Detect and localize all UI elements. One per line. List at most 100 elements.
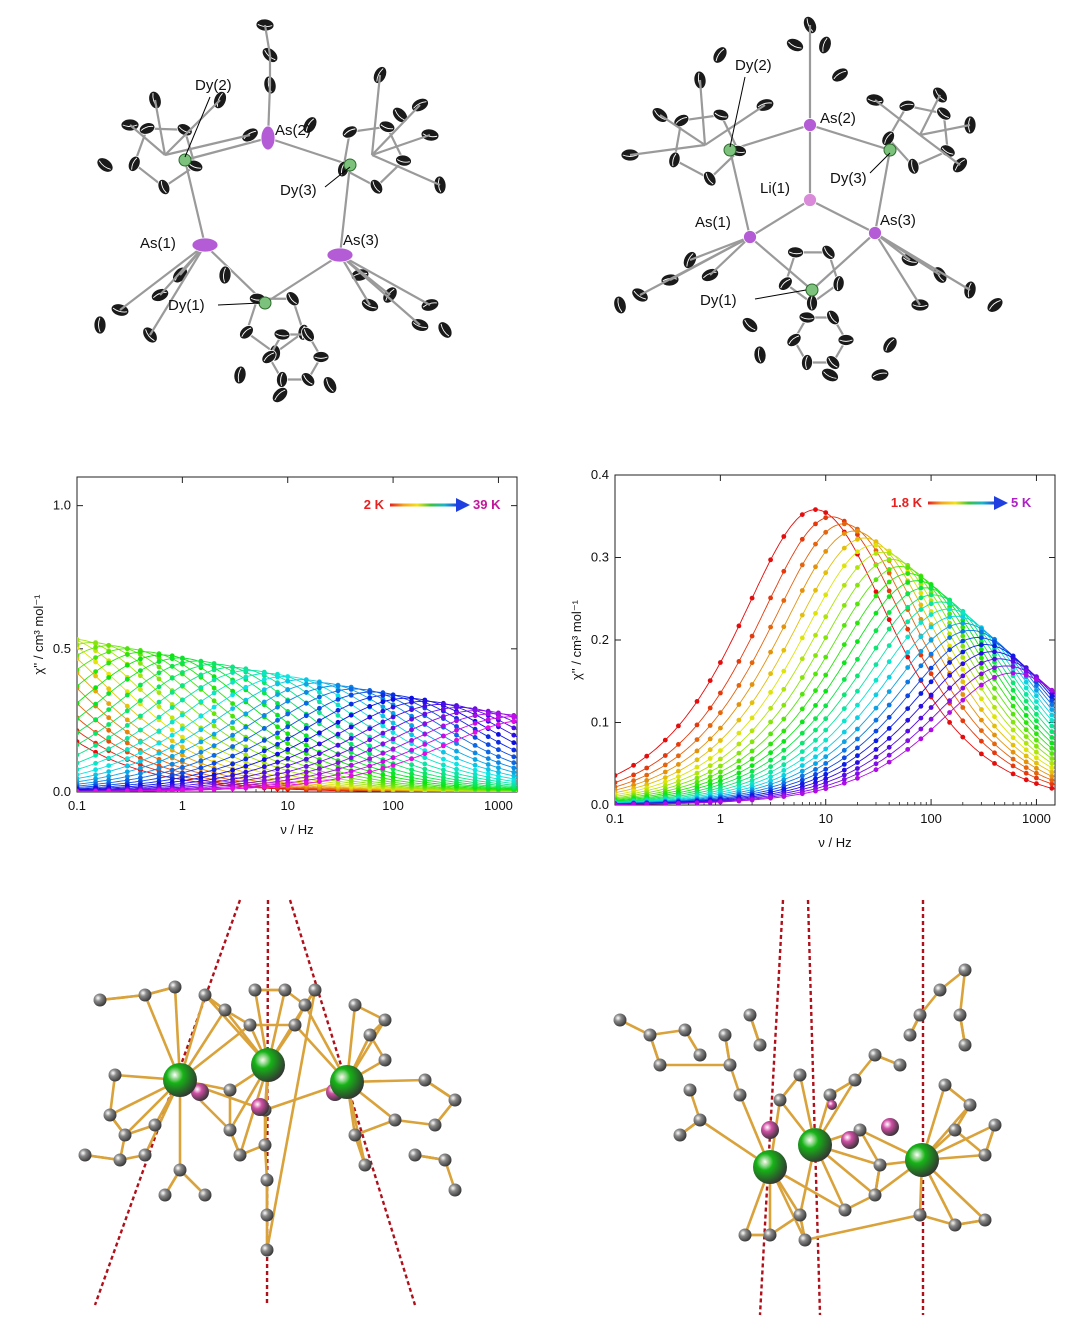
data-point xyxy=(156,664,162,670)
anisotropy-axis xyxy=(758,899,785,1316)
data-point xyxy=(855,582,860,588)
bond-stick xyxy=(394,1118,436,1127)
data-point xyxy=(124,736,130,741)
dy-atom-0 xyxy=(178,153,192,167)
data-point xyxy=(138,698,143,703)
data-point xyxy=(992,665,997,671)
data-point xyxy=(511,765,517,771)
data-point xyxy=(1023,692,1029,697)
data-point xyxy=(1023,770,1029,776)
carbon-ball-22 xyxy=(243,1018,257,1032)
data-point xyxy=(485,774,491,780)
data-point xyxy=(841,780,847,786)
series-group xyxy=(77,637,517,792)
carbon-ball-30 xyxy=(853,1123,867,1137)
data-point xyxy=(138,727,143,733)
data-point xyxy=(198,746,204,751)
data-point xyxy=(138,682,143,688)
data-point xyxy=(1010,659,1016,664)
data-point xyxy=(156,759,162,764)
data-point xyxy=(905,738,911,744)
carbon-ball-17 xyxy=(223,1083,237,1097)
bond xyxy=(370,74,382,156)
carbon-ball-22 xyxy=(958,963,972,977)
data-point xyxy=(303,769,309,775)
data-point xyxy=(243,697,249,703)
ortep-left-svg: Dy(2)As(2)Dy(3)As(1)As(3)Dy(1) xyxy=(93,18,453,403)
data-point xyxy=(138,687,143,692)
carbon-ball-8 xyxy=(673,1128,687,1142)
data-point xyxy=(855,656,860,662)
core-bond xyxy=(749,199,811,238)
data-point xyxy=(886,594,892,599)
data-point xyxy=(230,706,236,711)
data-point xyxy=(644,765,650,771)
data-point xyxy=(77,652,80,658)
data-point xyxy=(1034,677,1039,683)
data-point xyxy=(781,568,787,574)
data-point xyxy=(243,747,249,753)
data-point xyxy=(124,717,130,723)
data-point xyxy=(156,652,162,658)
data-point xyxy=(979,642,984,648)
data-point xyxy=(905,580,911,585)
carbon-atom-27 xyxy=(233,365,247,385)
data-point xyxy=(768,624,773,630)
data-point xyxy=(511,769,517,775)
data-point xyxy=(124,756,130,761)
data-point xyxy=(230,753,236,759)
cp-dy1-atom-4 xyxy=(832,275,845,293)
data-point xyxy=(472,720,478,726)
data-point xyxy=(138,788,143,792)
cp-dy2-atom-1 xyxy=(702,170,717,187)
data-point xyxy=(496,739,501,745)
data-point xyxy=(243,711,249,717)
data-point xyxy=(138,656,143,662)
data-point xyxy=(106,722,112,727)
data-point xyxy=(823,672,829,678)
data-point xyxy=(335,693,341,698)
data-point xyxy=(960,643,966,649)
data-point xyxy=(960,649,966,655)
data-point xyxy=(472,767,478,773)
carbon-atom-25 xyxy=(882,336,898,354)
x-tick-label: 1 xyxy=(179,798,186,813)
data-point xyxy=(644,778,650,783)
data-point xyxy=(285,741,291,746)
data-point xyxy=(928,637,934,643)
data-point xyxy=(947,698,952,704)
data-point xyxy=(230,736,236,742)
data-point xyxy=(261,774,267,780)
data-point xyxy=(781,762,787,768)
data-point xyxy=(77,700,80,706)
data-point xyxy=(261,748,267,754)
data-point xyxy=(106,649,112,655)
data-point xyxy=(472,750,478,756)
carbon-ball-7 xyxy=(693,1113,707,1127)
data-point xyxy=(855,753,860,759)
data-point xyxy=(928,601,934,607)
data-point xyxy=(841,521,847,527)
carbon-ball-41 xyxy=(358,1158,372,1172)
data-point xyxy=(873,728,879,734)
data-point xyxy=(813,632,818,638)
data-point xyxy=(335,713,341,718)
data-point xyxy=(390,755,396,761)
data-point xyxy=(261,671,267,676)
data-point xyxy=(317,730,322,736)
carbon-atom-26 xyxy=(870,368,890,382)
data-point xyxy=(422,698,428,704)
data-point xyxy=(303,681,309,687)
data-point xyxy=(441,723,446,729)
x-axis-label: ν / Hz xyxy=(818,835,851,850)
data-point xyxy=(813,507,818,512)
data-point xyxy=(198,685,204,690)
data-point xyxy=(106,735,112,741)
label-leader xyxy=(184,96,211,158)
carbon-atom-26 xyxy=(322,376,338,394)
data-point xyxy=(303,700,309,706)
data-point xyxy=(380,704,386,710)
data-point xyxy=(496,732,501,737)
data-point xyxy=(694,748,700,754)
data-point xyxy=(1010,680,1016,686)
